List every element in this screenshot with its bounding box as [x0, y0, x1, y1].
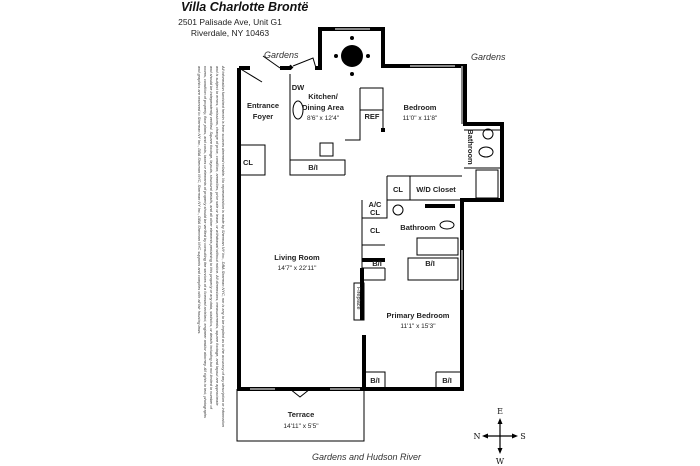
- fireplace-label: Fireplace: [355, 287, 361, 310]
- primary-bedroom-dims: 11'1" x 15'3": [400, 323, 436, 330]
- sink-icon: [292, 100, 304, 120]
- walls: [236, 27, 504, 442]
- terrace-dims: 14'11" x 5'5": [283, 423, 319, 430]
- listing-title: Villa Charlotte Brontë: [181, 0, 308, 14]
- disclaimer-line: and should be independently verified. Sq…: [209, 66, 214, 410]
- gardens-label-right: Gardens: [471, 52, 506, 62]
- entrance-foyer-label: Foyer: [253, 112, 274, 121]
- kitchen-label: Dining Area: [302, 103, 345, 112]
- ac-closet-label: CL: [370, 208, 380, 217]
- built-in-label: B/I: [425, 259, 435, 268]
- dining-table: [334, 36, 370, 76]
- closet-label: CL: [370, 226, 380, 235]
- washer-icon: [392, 204, 404, 216]
- bedroom-label: Bedroom: [404, 103, 437, 112]
- living-room-label: Living Room: [274, 253, 320, 262]
- compass-north: N: [474, 432, 481, 441]
- compass-west: W: [496, 457, 505, 466]
- living-room-dims: 14'7" x 22'11": [278, 265, 317, 272]
- disclaimer: All information furnished herein is from…: [197, 65, 226, 427]
- entrance-foyer-label: Entrance: [247, 101, 279, 110]
- address-line-1: 2501 Palisade Ave, Unit G1: [178, 17, 282, 27]
- terrace-label: Terrace: [288, 410, 315, 419]
- compass-south: S: [520, 432, 525, 441]
- wd-closet-label: W/D Closet: [416, 185, 456, 194]
- gardens-river-label: Gardens and Hudson River: [312, 452, 422, 462]
- kitchen-label: Kitchen/: [308, 92, 339, 101]
- ac-closet-label: A/C: [369, 200, 383, 209]
- built-in-label: B/I: [442, 376, 452, 385]
- bathroom-label: Bathroom: [400, 223, 436, 232]
- gardens-label-left: Gardens: [264, 50, 299, 60]
- refrigerator-label: REF: [365, 112, 380, 121]
- toilet-icon: [439, 220, 455, 230]
- compass-east: E: [497, 407, 503, 416]
- disclaimer-line: and graphics are reserved to Sherman NY …: [197, 66, 202, 334]
- primary-bedroom-label: Primary Bedroom: [387, 311, 450, 320]
- disclaimer-line: All information furnished herein is from…: [221, 65, 226, 427]
- closet-label: CL: [243, 158, 253, 167]
- built-in-label: B/I: [372, 259, 382, 268]
- address-line-2: Riverdale, NY 10463: [191, 28, 270, 38]
- small-bathroom-label: Bathroom: [466, 129, 475, 165]
- built-in-label: B/I: [370, 376, 380, 385]
- built-in-label: B/I: [308, 163, 318, 172]
- disclaimer-line: and is subject to errors, omissions, cha…: [215, 66, 220, 406]
- sink-icon: [482, 128, 494, 140]
- disclaimer-line: rooms, condition of property, floor plan…: [203, 66, 208, 418]
- stove-icon: [319, 142, 334, 157]
- closet-label: CL: [393, 185, 403, 194]
- bedroom-dims: 11'0" x 11'8": [403, 115, 438, 122]
- dishwasher-label: DW: [292, 83, 305, 92]
- kitchen-dims: 8'6" x 12'4": [307, 115, 340, 122]
- toilet-icon: [478, 146, 494, 158]
- compass-icon: E W N S: [474, 407, 526, 466]
